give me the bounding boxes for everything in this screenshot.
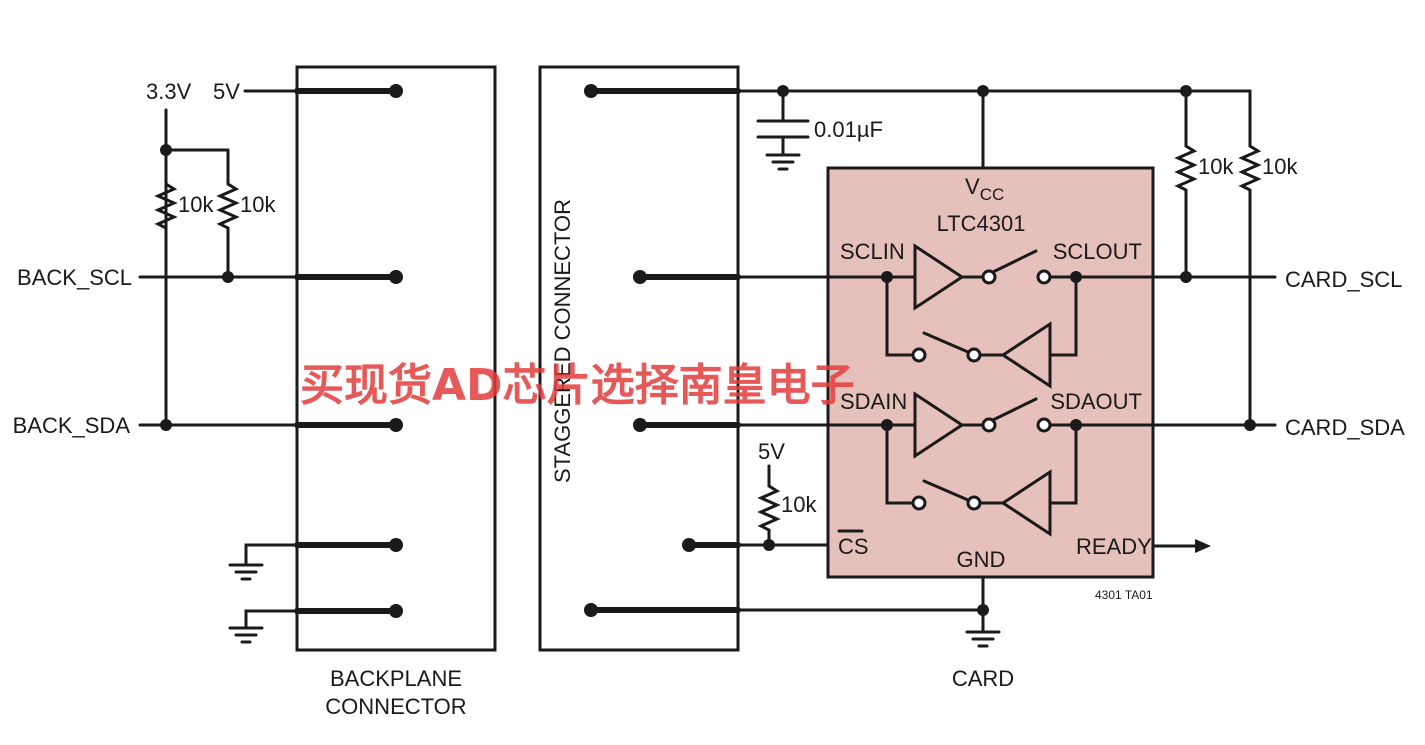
pin-end <box>389 270 403 284</box>
label-chip: LTC4301 <box>937 211 1026 236</box>
wire <box>885 423 915 505</box>
switch-contact <box>911 495 927 511</box>
label-backplane-1: BACKPLANE <box>330 666 462 691</box>
backplane-connector <box>295 65 497 652</box>
label-5v-cs: 5V <box>758 439 785 464</box>
pin-end <box>389 418 403 432</box>
node <box>222 271 234 283</box>
label-r5: 10k <box>1262 154 1298 179</box>
label-backplane-2: CONNECTOR <box>325 694 466 719</box>
wire-gnd <box>244 543 299 567</box>
resistor-r4 <box>1174 138 1198 196</box>
pin-end <box>389 84 403 98</box>
staggered-connector <box>538 65 740 652</box>
buffer-scl-fwd <box>913 243 965 311</box>
label-card-sda: CARD_SDA <box>1285 415 1405 440</box>
label-back-scl: BACK_SCL <box>17 265 132 290</box>
label-cs: CS <box>838 534 869 559</box>
label-card: CARD <box>952 666 1014 691</box>
label-sclout: SCLOUT <box>1053 239 1142 264</box>
switch-contact <box>966 495 982 511</box>
switch-contact <box>1036 269 1052 285</box>
wire <box>885 275 915 357</box>
wire <box>1048 423 1078 505</box>
label-back-sda: BACK_SDA <box>13 413 131 438</box>
wire-gnd <box>244 609 299 630</box>
label-r3: 10k <box>781 492 817 517</box>
pin-end <box>389 538 403 552</box>
label-r4: 10k <box>1198 154 1234 179</box>
wire <box>1048 275 1078 357</box>
node <box>160 419 172 431</box>
node <box>1244 419 1256 431</box>
label-sdain: SDAIN <box>840 389 907 414</box>
label-5v: 5V <box>213 79 240 104</box>
node <box>160 144 172 156</box>
watermark: 买现货AD芯片选择南皇电子 <box>300 360 855 411</box>
label-gnd: GND <box>957 547 1006 572</box>
label-sdaout: SDAOUT <box>1050 389 1142 414</box>
label-staggered: STAGGERED CONNECTOR <box>550 199 575 483</box>
node <box>1180 271 1192 283</box>
ltc4301-chip <box>826 166 1155 579</box>
resistor-r2 <box>216 176 240 234</box>
resistor-r3 <box>757 478 781 536</box>
switch-contact <box>966 347 982 363</box>
switch-contact <box>911 347 927 363</box>
pin-end <box>389 604 403 618</box>
node <box>977 604 989 616</box>
label-ref: 4301 TA01 <box>1095 588 1153 602</box>
label-3v3: 3.3V <box>146 79 192 104</box>
resistor-r1 <box>154 176 178 234</box>
label-vcc: VCC <box>965 174 1004 204</box>
label-sclin: SCLIN <box>840 239 905 264</box>
switch-contact <box>1036 417 1052 433</box>
switch-lever <box>991 397 1038 422</box>
switch-lever <box>991 249 1038 274</box>
arrow-icon <box>1195 539 1211 553</box>
label-ready: READY <box>1076 534 1152 559</box>
resistor-r5 <box>1238 138 1262 196</box>
label-capacitor: 0.01µF <box>814 117 883 142</box>
switch-lever <box>922 479 970 502</box>
label-r1: 10k <box>178 192 214 217</box>
switch-lever <box>922 331 970 354</box>
switch-contact <box>981 417 997 433</box>
label-card-scl: CARD_SCL <box>1285 267 1402 292</box>
switch-contact <box>981 269 997 285</box>
buffer-sda-fwd <box>913 391 965 459</box>
label-r2: 10k <box>240 192 276 217</box>
